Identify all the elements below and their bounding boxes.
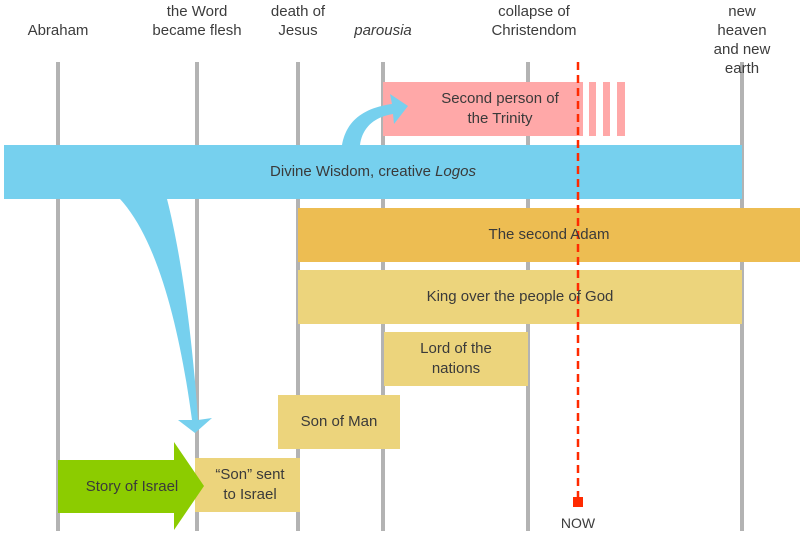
era-label-collapse: collapse of Christendom: [491, 3, 577, 39]
label-second-person: Second person of the Trinity: [441, 90, 559, 127]
era-label-parousia: parousia: [354, 22, 412, 39]
label-divine-wisdom: Divine Wisdom, creative Logos: [4, 145, 742, 199]
label-king: King over the people of God: [426, 288, 614, 305]
band-second-person-stripe: [603, 82, 610, 136]
era-label-abraham: Abraham: [27, 22, 89, 39]
label-son-of-man: Son of Man: [300, 413, 378, 430]
band-second-person-stripe: [617, 82, 625, 136]
era-label-new-creation: new heaven and new earth: [713, 3, 771, 77]
era-line-abraham: [56, 62, 60, 531]
label-story-israel: Story of Israel: [85, 477, 179, 495]
era-line-incarnation: [195, 62, 199, 531]
band-son-sent: [195, 458, 300, 512]
label-divine-wisdom-plain: Divine Wisdom, creative: [270, 163, 436, 180]
label-second-adam: The second Adam: [488, 226, 610, 243]
now-marker-square: [573, 497, 583, 507]
band-second-person-stripe: [589, 82, 596, 136]
now-label: NOW: [560, 515, 596, 531]
label-son-sent: “Son” sent to Israel: [215, 466, 285, 503]
band-story-israel-arrow: [58, 442, 204, 530]
arrow-wisdom-to-trinity: [342, 94, 408, 145]
band-divine-wisdom: [4, 145, 742, 199]
label-divine-wisdom-italic: Logos: [435, 163, 476, 180]
band-second-person: [383, 82, 583, 136]
era-label-death: death of Jesus: [270, 3, 326, 39]
band-king: [298, 270, 742, 324]
label-lord-nations: Lord of the nations: [420, 340, 492, 377]
band-second-adam: [298, 208, 800, 262]
era-label-incarnation: the Word became flesh: [152, 3, 242, 39]
band-lord-nations: [384, 332, 528, 386]
arrow-wisdom-to-incarnation: [120, 199, 212, 433]
band-son-of-man: [278, 395, 400, 449]
